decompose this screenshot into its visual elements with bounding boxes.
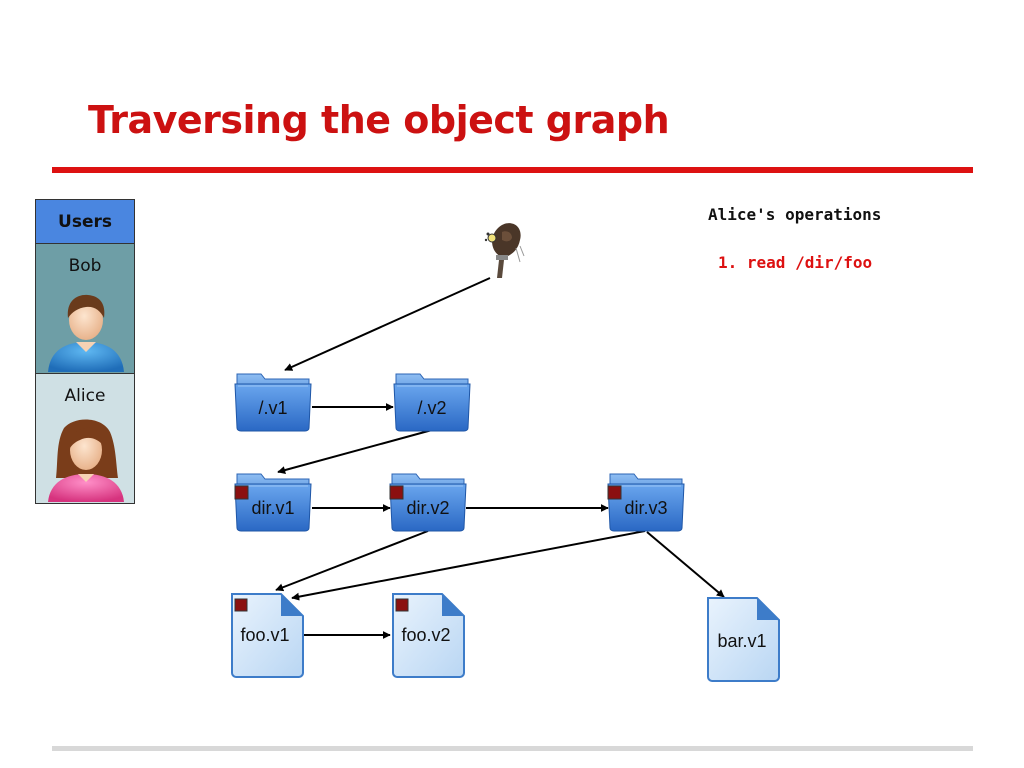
folder-node-dir-v3[interactable]: dir.v3 [607,473,685,532]
user-name-bob: Bob [68,256,102,276]
file-node-foo-v2[interactable]: foo.v2 [392,593,465,678]
file-node-foo-v1[interactable]: foo.v1 [231,593,304,678]
node-label: dir.v2 [406,498,449,518]
edge-dirv3-foov1 [291,530,646,601]
folder-node-dir-v1[interactable]: dir.v1 [234,473,312,532]
users-header: Users [36,200,134,244]
node-label: /.v2 [417,398,446,418]
edge-agent-root [284,277,491,371]
edge-dirv3-barv1 [646,531,725,598]
marker-square-icon [607,485,622,500]
file-node-bar-v1[interactable]: bar.v1 [707,597,780,682]
edge-rootv2-dirv1 [277,429,433,474]
detective-icon [484,223,525,278]
marker-square-icon [234,598,248,612]
user-bob[interactable]: Bob [36,244,134,374]
folder-node-root-v1[interactable]: /.v1 [234,373,312,432]
edge-dirv2-foov1 [275,530,429,592]
operations-panel: Alice's operations 1. read /dir/foo [708,205,882,272]
footer-divider [52,746,973,751]
male-avatar-icon [48,294,124,372]
title-divider [52,167,973,173]
operations-title: Alice's operations [708,205,882,224]
node-label: foo.v2 [401,625,450,645]
graph-edges [275,277,725,639]
user-name-alice: Alice [64,386,106,406]
female-avatar-icon [48,419,124,502]
users-panel: Users Bob Alice [35,199,135,504]
node-label: /.v1 [258,398,287,418]
node-label: dir.v1 [251,498,294,518]
folder-node-root-v2[interactable]: /.v2 [393,373,471,432]
slide-title: Traversing the object graph [88,98,670,142]
user-alice[interactable]: Alice [36,374,134,503]
operation-item: 1. read /dir/foo [718,253,873,272]
marker-square-icon [395,598,409,612]
marker-square-icon [234,485,249,500]
marker-square-icon [389,485,404,500]
folder-node-dir-v2[interactable]: dir.v2 [389,473,467,532]
node-label: dir.v3 [624,498,667,518]
node-label: foo.v1 [240,625,289,645]
node-label: bar.v1 [717,631,766,651]
